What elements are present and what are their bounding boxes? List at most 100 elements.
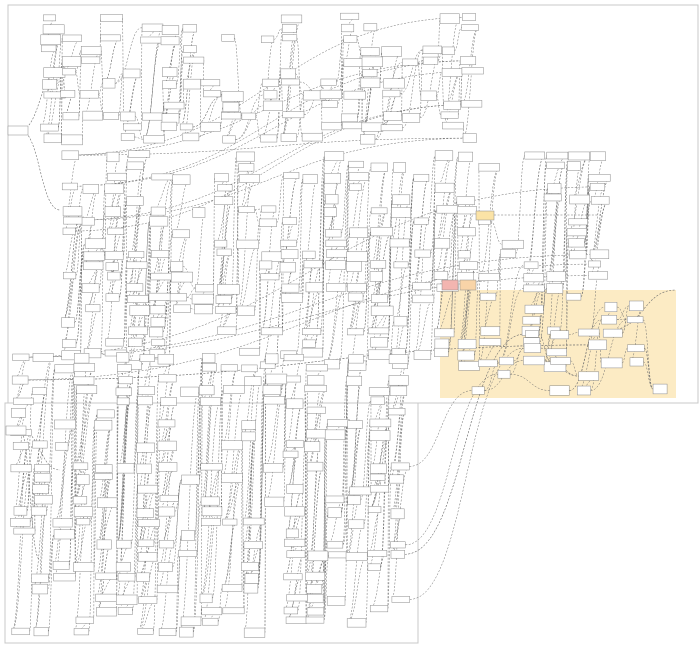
flow-node[interactable]: [221, 112, 242, 120]
flow-node[interactable]: [201, 506, 223, 517]
flow-node[interactable]: [222, 101, 240, 113]
flow-node[interactable]: [150, 250, 170, 258]
flow-node[interactable]: [239, 347, 260, 356]
flow-node[interactable]: [236, 239, 259, 249]
flow-node[interactable]: [260, 134, 278, 143]
flow-node[interactable]: [243, 583, 259, 594]
flow-node[interactable]: [471, 386, 485, 395]
flow-node[interactable]: [282, 450, 299, 458]
flow-node[interactable]: [305, 364, 328, 372]
flow-node[interactable]: [588, 174, 611, 182]
flow-node[interactable]: [390, 541, 406, 549]
flow-node[interactable]: [202, 352, 216, 364]
flow-node[interactable]: [369, 271, 383, 282]
flow-node[interactable]: [283, 172, 300, 179]
flow-node[interactable]: [367, 563, 381, 571]
flow-node[interactable]: [161, 25, 180, 35]
flow-node[interactable]: [321, 100, 338, 108]
flow-node[interactable]: [340, 12, 360, 20]
flow-node[interactable]: [420, 90, 437, 101]
flow-node[interactable]: [523, 355, 545, 366]
flow-node[interactable]: [360, 77, 381, 89]
flow-node[interactable]: [349, 486, 372, 496]
flow-node[interactable]: [325, 495, 345, 504]
flow-node[interactable]: [325, 194, 339, 205]
flow-node[interactable]: [282, 24, 297, 33]
flow-node[interactable]: [52, 561, 70, 570]
flow-node[interactable]: [43, 133, 62, 144]
flow-node[interactable]: [324, 429, 346, 441]
flow-node[interactable]: [281, 78, 300, 86]
flow-node[interactable]: [325, 260, 346, 270]
flow-node[interactable]: [214, 173, 229, 183]
flow-node[interactable]: [157, 440, 177, 452]
flow-node[interactable]: [478, 273, 500, 281]
flow-node[interactable]: [349, 183, 362, 191]
flow-node[interactable]: [568, 238, 585, 248]
flow-node[interactable]: [215, 295, 232, 304]
flow-node[interactable]: [280, 239, 297, 247]
flow-node[interactable]: [589, 183, 606, 191]
flow-node[interactable]: [161, 113, 180, 124]
flow-node[interactable]: [348, 172, 369, 181]
flow-node[interactable]: [62, 34, 82, 42]
flow-node[interactable]: [565, 293, 582, 301]
flow-node[interactable]: [178, 550, 198, 557]
flow-node[interactable]: [182, 78, 201, 90]
flow-node[interactable]: [361, 56, 383, 67]
flow-node[interactable]: [341, 23, 355, 33]
flow-node[interactable]: [306, 429, 327, 439]
flow-node[interactable]: [402, 58, 419, 66]
flow-node[interactable]: [151, 338, 166, 346]
flow-node[interactable]: [304, 441, 321, 452]
flow-node[interactable]: [200, 121, 221, 132]
flow-node[interactable]: [136, 463, 152, 474]
flow-node[interactable]: [578, 371, 599, 381]
flow-node[interactable]: [370, 162, 388, 172]
flow-node[interactable]: [283, 354, 304, 362]
flow-node[interactable]: [221, 440, 243, 451]
flow-node[interactable]: [367, 506, 382, 513]
flow-node[interactable]: [369, 605, 389, 613]
flow-node[interactable]: [263, 100, 283, 111]
flow-node[interactable]: [183, 56, 205, 64]
flow-node[interactable]: [116, 463, 135, 474]
flow-node[interactable]: [263, 90, 278, 100]
flow-node[interactable]: [221, 584, 243, 592]
flow-node[interactable]: [202, 617, 219, 626]
flow-node[interactable]: [63, 271, 77, 280]
flow-node[interactable]: [116, 397, 130, 406]
flow-node[interactable]: [627, 344, 645, 352]
flow-node[interactable]: [126, 196, 144, 206]
flow-node[interactable]: [107, 227, 124, 235]
flow-node[interactable]: [343, 35, 358, 43]
flow-node[interactable]: [13, 506, 28, 516]
flow-node[interactable]: [265, 373, 288, 385]
flow-node[interactable]: [325, 239, 347, 247]
flow-node[interactable]: [181, 474, 200, 485]
flow-node[interactable]: [478, 163, 500, 172]
flow-node[interactable]: [370, 305, 394, 316]
flow-node[interactable]: [380, 124, 403, 132]
flow-node[interactable]: [284, 538, 306, 547]
flow-node[interactable]: [588, 271, 608, 280]
flow-node[interactable]: [162, 67, 178, 77]
flow-node[interactable]: [127, 295, 149, 303]
flow-node[interactable]: [460, 56, 477, 65]
flow-node[interactable]: [94, 420, 113, 431]
flow-node[interactable]: [148, 326, 164, 338]
flow-node[interactable]: [305, 571, 325, 581]
flow-node[interactable]: [393, 162, 406, 173]
flow-node[interactable]: [323, 207, 337, 217]
flow-node[interactable]: [286, 439, 304, 448]
flow-node[interactable]: [368, 387, 390, 396]
flow-node[interactable]: [158, 540, 175, 549]
flow-node[interactable]: [285, 528, 299, 539]
flow-node[interactable]: [370, 260, 387, 269]
flow-node[interactable]: [348, 160, 364, 168]
flow-node[interactable]: [413, 173, 430, 182]
flow-node[interactable]: [170, 261, 184, 272]
flow-node[interactable]: [262, 385, 282, 395]
flow-node[interactable]: [31, 506, 47, 516]
flow-node[interactable]: [116, 594, 138, 605]
